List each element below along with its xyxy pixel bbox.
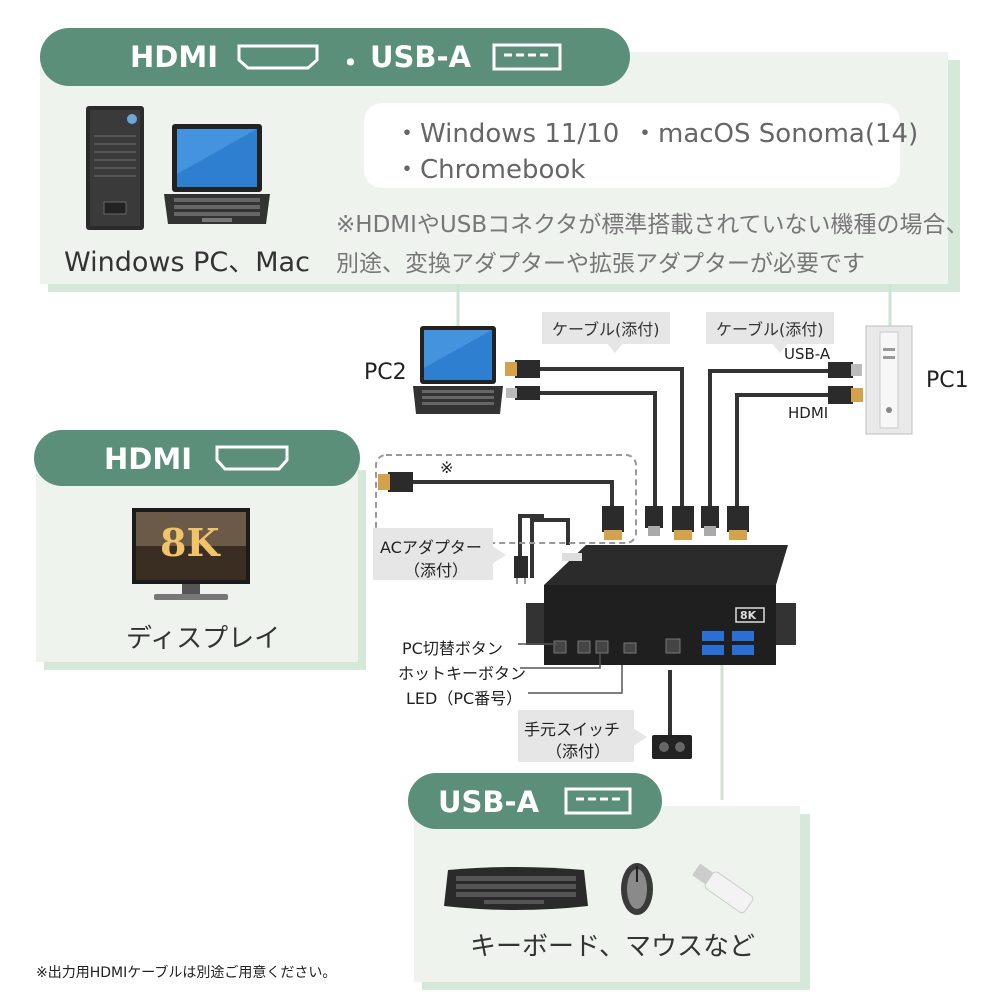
compatibility-note-line1: ※HDMIやUSBコネクタが標準搭載されていない機種の場合、: [336, 212, 969, 238]
usb-header-label: USB-A: [370, 40, 472, 74]
os-list-box: [364, 103, 900, 188]
top-panel-header: HDMI ・ USB-A: [40, 28, 630, 86]
footnote: ※出力用HDMIケーブルは別途ご用意ください。: [36, 965, 337, 981]
usb-stick-icon: [692, 863, 754, 914]
display-caption: ディスプレイ: [126, 624, 281, 654]
keyboard-icon: [444, 867, 588, 910]
pc1-tower-icon: [865, 325, 913, 435]
remote-switch-icon: [652, 735, 692, 759]
optional-cable-asterisk: ※: [440, 458, 454, 477]
ac-adapter-label-line2: （添付）: [404, 561, 469, 580]
usb-port-icon: [492, 43, 562, 71]
monitor-8k-text: 8K: [160, 520, 220, 565]
pc-switch-button-label: PC切替ボタン: [402, 639, 503, 658]
pc1-label: PC1: [926, 368, 969, 393]
top-panel-caption: Windows PC、Mac: [64, 247, 310, 278]
hotkey-button-label: ホットキーボタン: [398, 664, 527, 683]
ac-adapter-tag-pointer: [492, 546, 506, 564]
os-item-windows: ・Windows 11/10: [394, 119, 620, 149]
usb-panel-header-label: USB-A: [438, 785, 540, 819]
usb-a-cable-label: USB-A: [784, 345, 831, 363]
mouse-icon: [621, 863, 653, 915]
hdmi-cable-label: HDMI: [788, 404, 829, 422]
display-hdmi-header-label: HDMI: [104, 442, 192, 476]
hdmi-port-icon: [237, 44, 319, 70]
cable-tag-left: ケーブル(添付): [542, 312, 670, 344]
cable-tag-left-pointer: [605, 341, 625, 353]
header-separator: ・: [336, 46, 366, 80]
os-item-chromebook: ・Chromebook: [394, 155, 586, 185]
usb-caption: キーボード、マウスなど: [470, 932, 755, 962]
pc2-label: PC2: [364, 360, 407, 385]
ac-adapter-label-line1: ACアダプター: [380, 538, 482, 557]
remote-switch-tag-pointer: [633, 728, 647, 746]
compatibility-note-line2: 別途、変換アダプターや拡張アダプターが必要です: [336, 251, 865, 277]
cable-tag-right: ケーブル(添付): [706, 312, 834, 344]
usb-panel-header: USB-A: [408, 773, 662, 829]
remote-switch-label-line1: 手元スイッチ: [524, 720, 621, 739]
hdmi-header-label: HDMI: [130, 40, 218, 74]
remote-switch-label-line2: （添付）: [546, 742, 611, 761]
led-label: LED（PC番号）: [406, 689, 523, 708]
svg-text:8K: 8K: [740, 609, 757, 622]
display-panel-header: HDMI: [34, 430, 360, 486]
remote-switch-tag: [518, 710, 634, 762]
cable-tag-right-pointer: [770, 341, 790, 353]
kvm-switch-device: 8K: [526, 545, 796, 665]
os-item-macos: ・macOS Sonoma(14): [632, 119, 919, 149]
display-hdmi-port-icon: [215, 445, 289, 471]
monitor-icon: [132, 508, 250, 600]
ac-adapter-tag: [373, 528, 493, 580]
tower-pc-icon: [86, 106, 144, 230]
pc2-laptop-icon: [413, 326, 503, 414]
usb-panel-port-icon: [564, 787, 632, 815]
laptop-icon: [164, 124, 270, 224]
